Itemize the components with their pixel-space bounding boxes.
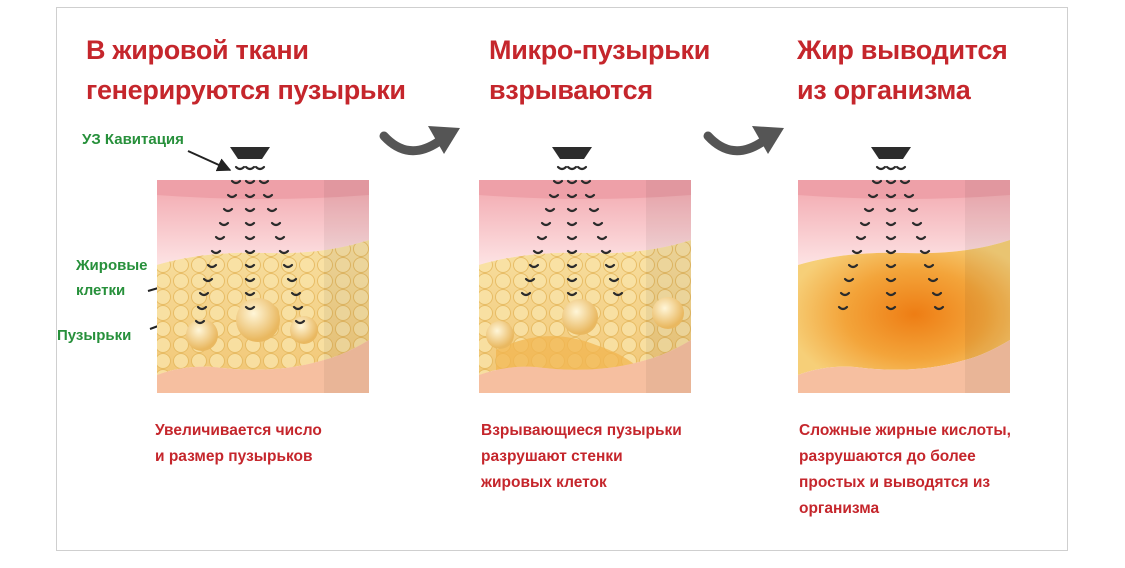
panel-2-caption-line-1: Взрывающиеся пузырьки — [481, 422, 682, 439]
ultrasound-waves — [520, 165, 624, 297]
ultrasound-transducer-icon — [871, 147, 911, 159]
panel-3-caption-line-4: организма — [799, 500, 880, 517]
panel-3-caption-line-1: Сложные жирные кислоты, — [799, 422, 1011, 439]
panel-3-title-line-1: Жир выводится — [797, 35, 1008, 65]
panel-3-tissue-illustration — [798, 147, 1010, 393]
ultrasound-transducer-icon — [552, 147, 592, 159]
cavitation-label: УЗ Кавитация — [82, 131, 184, 148]
panel-3-title: Жир выводится из организма — [797, 30, 1008, 110]
ultrasound-transducer-icon — [230, 147, 270, 159]
panel-2-title-line-2: взрываются — [489, 75, 653, 105]
panel-1-title-line-1: В жировой ткани — [86, 35, 309, 65]
panel-1-caption-line-2: и размер пузырьков — [155, 448, 313, 465]
panel-2-caption-line-3: жировых клеток — [481, 474, 607, 491]
curved-right-arrow-icon — [703, 126, 784, 156]
panel-1-title: В жировой ткани генерируются пузырьки — [86, 30, 406, 110]
muscle-layer — [479, 340, 691, 393]
panel-1-caption: Увеличивается число и размер пузырьков — [155, 418, 322, 470]
panel-1-caption-line-1: Увеличивается число — [155, 422, 322, 439]
panel-1-tissue-illustration — [157, 147, 369, 393]
cavitation-bubble — [236, 298, 280, 342]
skin-layer — [798, 180, 1010, 265]
panel-2-caption-line-2: разрушают стенки — [481, 448, 623, 465]
panel-3-title-line-2: из организма — [797, 75, 971, 105]
panel-2-tissue-illustration — [479, 147, 691, 393]
bursting-bubble — [562, 299, 598, 335]
bursting-bubble — [652, 297, 684, 329]
panel-3-caption: Сложные жирные кислоты, разрушаются до б… — [799, 418, 1011, 522]
panel-3-caption-line-3: простых и выводятся из — [799, 474, 991, 491]
skin-layer — [157, 180, 369, 265]
released-fat-pool — [496, 336, 641, 374]
bubbles-label: Пузырьки — [57, 327, 132, 344]
skin-layer — [479, 180, 691, 265]
panel-1-title-line-2: генерируются пузырьки — [86, 75, 406, 105]
panel-2-title-line-1: Микро-пузырьки — [489, 35, 711, 65]
panel-2-title: Микро-пузырьки взрываются — [489, 30, 710, 110]
panel-2-caption: Взрывающиеся пузырьки разрушают стенки ж… — [481, 418, 682, 496]
muscle-layer — [157, 340, 369, 393]
ultrasound-waves — [194, 165, 306, 325]
fat-cells-label: Жировые клетки — [76, 253, 147, 303]
ultrasound-waves — [837, 165, 945, 311]
cavitation-bubble — [186, 319, 218, 351]
muscle-layer — [798, 340, 1010, 393]
bursting-bubble — [486, 321, 514, 349]
fat-cells-label-line-2: клетки — [76, 282, 126, 299]
emulsified-fat-layer — [798, 240, 1010, 375]
panel-3-caption-line-2: разрушаются до более — [799, 448, 976, 465]
curved-right-arrow-icon — [379, 126, 460, 156]
fat-cells-label-line-1: Жировые — [76, 257, 148, 274]
cavitation-pointer-arrow — [187, 150, 232, 172]
